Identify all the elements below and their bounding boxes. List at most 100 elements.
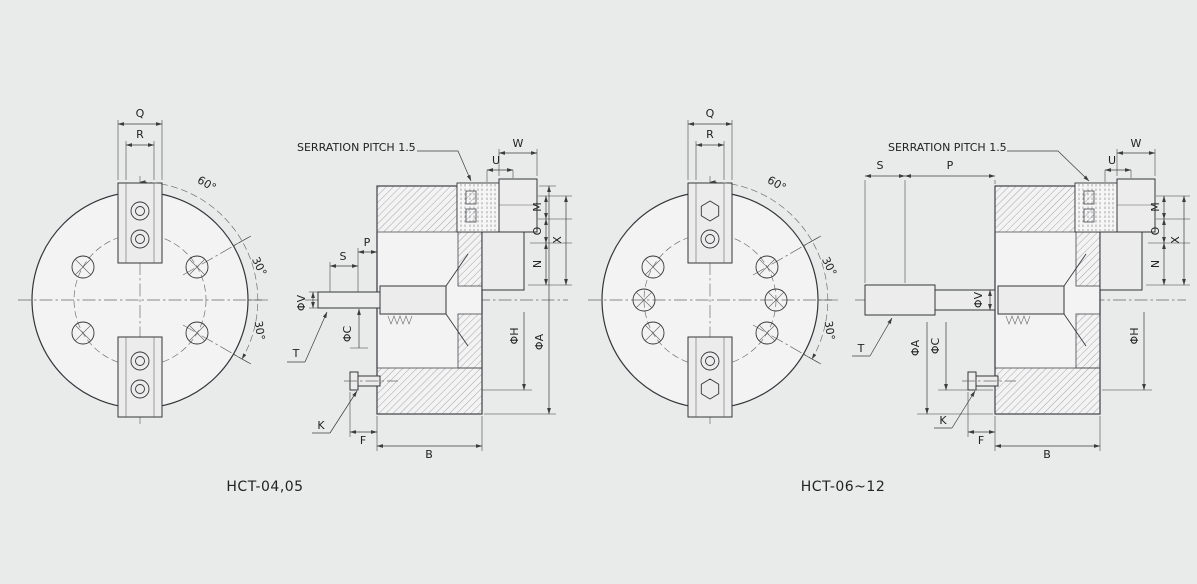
dimension-f: F	[967, 392, 996, 447]
socket-screw	[71, 321, 95, 345]
piston-section	[997, 285, 1065, 315]
dimension-p: P	[357, 236, 378, 292]
bottom-jaw-front	[687, 336, 733, 418]
dim-label-phi-c: ΦC	[341, 326, 354, 343]
bottom-jaw-front	[117, 336, 163, 418]
callout-t: T	[852, 317, 893, 357]
dim-label-t: T	[857, 342, 865, 355]
dimension-phi-c: ΦC	[341, 308, 368, 349]
master-jaw-side	[481, 231, 525, 291]
dim-label-phi-a: ΦA	[909, 339, 922, 356]
dim-label-w: W	[513, 137, 524, 150]
dimension-phi-h: ΦH	[482, 312, 532, 391]
angle-label-30-upper: 30°	[819, 255, 839, 278]
dim-label-m: M	[531, 202, 544, 212]
jaw-assembly-side	[456, 178, 538, 291]
plunger-bolt	[344, 371, 398, 391]
serration-callout: SERRATION PITCH 1.5	[888, 141, 1090, 182]
dim-label-phi-h: ΦH	[508, 328, 521, 345]
dimension-w: W	[498, 137, 538, 176]
dimension-q: Q	[687, 107, 733, 180]
dimension-phi-a: ΦA	[484, 185, 556, 415]
socket-screw	[641, 255, 665, 279]
dim-label-r: R	[706, 128, 714, 141]
socket-screw	[641, 321, 665, 345]
dim-label-r: R	[136, 128, 144, 141]
dim-label-p: P	[947, 159, 954, 172]
caption-right: HCT-06~12	[801, 479, 885, 495]
dim-label-p: P	[364, 236, 371, 249]
dim-label-k: K	[939, 414, 947, 427]
top-jaw-front	[687, 182, 733, 264]
dim-label-phi-a: ΦA	[533, 333, 546, 350]
dimension-b: B	[994, 416, 1101, 461]
spring	[1005, 315, 1031, 325]
caption-left: HCT-04,05	[226, 479, 303, 495]
dimension-b: B	[376, 416, 483, 461]
dimension-phi-c: ΦC	[929, 322, 993, 391]
jaw-assembly-side	[1074, 178, 1156, 291]
dim-label-q: Q	[136, 107, 145, 120]
side-view-right: SERRATION PITCH 1.5 S P W U	[852, 137, 1190, 461]
master-jaw-side	[1099, 231, 1143, 291]
dim-label-o: O	[1149, 226, 1162, 235]
stroke-dimensions-moxn: M O X N	[528, 195, 572, 286]
callout-t: T	[287, 311, 328, 363]
draw-tube	[864, 284, 936, 316]
dimension-f: F	[349, 392, 378, 447]
dim-label-m: M	[1149, 202, 1162, 212]
dim-label-phi-v: ΦV	[295, 294, 308, 311]
dimension-u: U	[486, 154, 514, 182]
dim-label-o: O	[531, 226, 544, 235]
dimension-r: R	[695, 128, 725, 180]
socket-screw	[632, 288, 656, 312]
front-view-right: Q R 60° 30° 30°	[588, 107, 839, 424]
callout-k: K	[312, 390, 358, 434]
dim-label-phi-h: ΦH	[1128, 328, 1141, 345]
dim-label-s: S	[340, 250, 347, 263]
dim-label-k: K	[317, 419, 325, 432]
serration-callout: SERRATION PITCH 1.5	[297, 141, 472, 182]
dimension-phi-a: ΦA	[909, 322, 993, 415]
socket-screw	[71, 255, 95, 279]
plunger-bolt	[962, 371, 1016, 391]
dimension-r: R	[125, 128, 155, 180]
side-view-left: SERRATION PITCH 1.5 W U P S	[287, 137, 572, 461]
draw-rod	[317, 291, 381, 309]
dim-label-n: N	[1149, 260, 1162, 268]
callout-k: K	[934, 390, 976, 429]
dim-label-s: S	[877, 159, 884, 172]
dimension-q: Q	[117, 107, 163, 180]
dim-label-u: U	[492, 154, 500, 167]
stroke-dimensions-moxn: M O X N	[1146, 195, 1190, 286]
angle-label-30-lower: 30°	[822, 320, 838, 341]
dim-label-b: B	[425, 448, 433, 461]
dimension-s: S	[329, 250, 359, 292]
spring	[387, 315, 413, 325]
dimension-phi-v: ΦV	[972, 289, 995, 311]
dim-label-x: X	[551, 236, 564, 244]
dim-label-b: B	[1043, 448, 1051, 461]
dim-label-u: U	[1108, 154, 1116, 167]
dimension-u: U	[1104, 154, 1132, 182]
serration-note: SERRATION PITCH 1.5	[297, 141, 416, 154]
front-view-left: Q R 60° 30° 30°	[18, 107, 269, 424]
angle-label-30-upper: 30°	[249, 255, 269, 278]
dimension-s: S	[864, 159, 906, 283]
dim-label-x: X	[1169, 236, 1182, 244]
angle-label-60: 60°	[765, 173, 788, 194]
angle-label-60: 60°	[195, 173, 218, 194]
angle-label-30-lower: 30°	[252, 320, 268, 341]
dim-label-t: T	[292, 347, 300, 360]
piston-section	[379, 285, 447, 315]
dim-label-phi-v: ΦV	[972, 291, 985, 308]
dimension-phi-h: ΦH	[1102, 312, 1152, 391]
top-jaw-front	[117, 182, 163, 264]
dim-label-phi-c: ΦC	[929, 338, 942, 355]
draw-rod	[934, 289, 996, 311]
serration-note: SERRATION PITCH 1.5	[888, 141, 1007, 154]
dim-label-w: W	[1131, 137, 1142, 150]
dim-label-q: Q	[706, 107, 715, 120]
dim-label-f: F	[360, 434, 366, 447]
